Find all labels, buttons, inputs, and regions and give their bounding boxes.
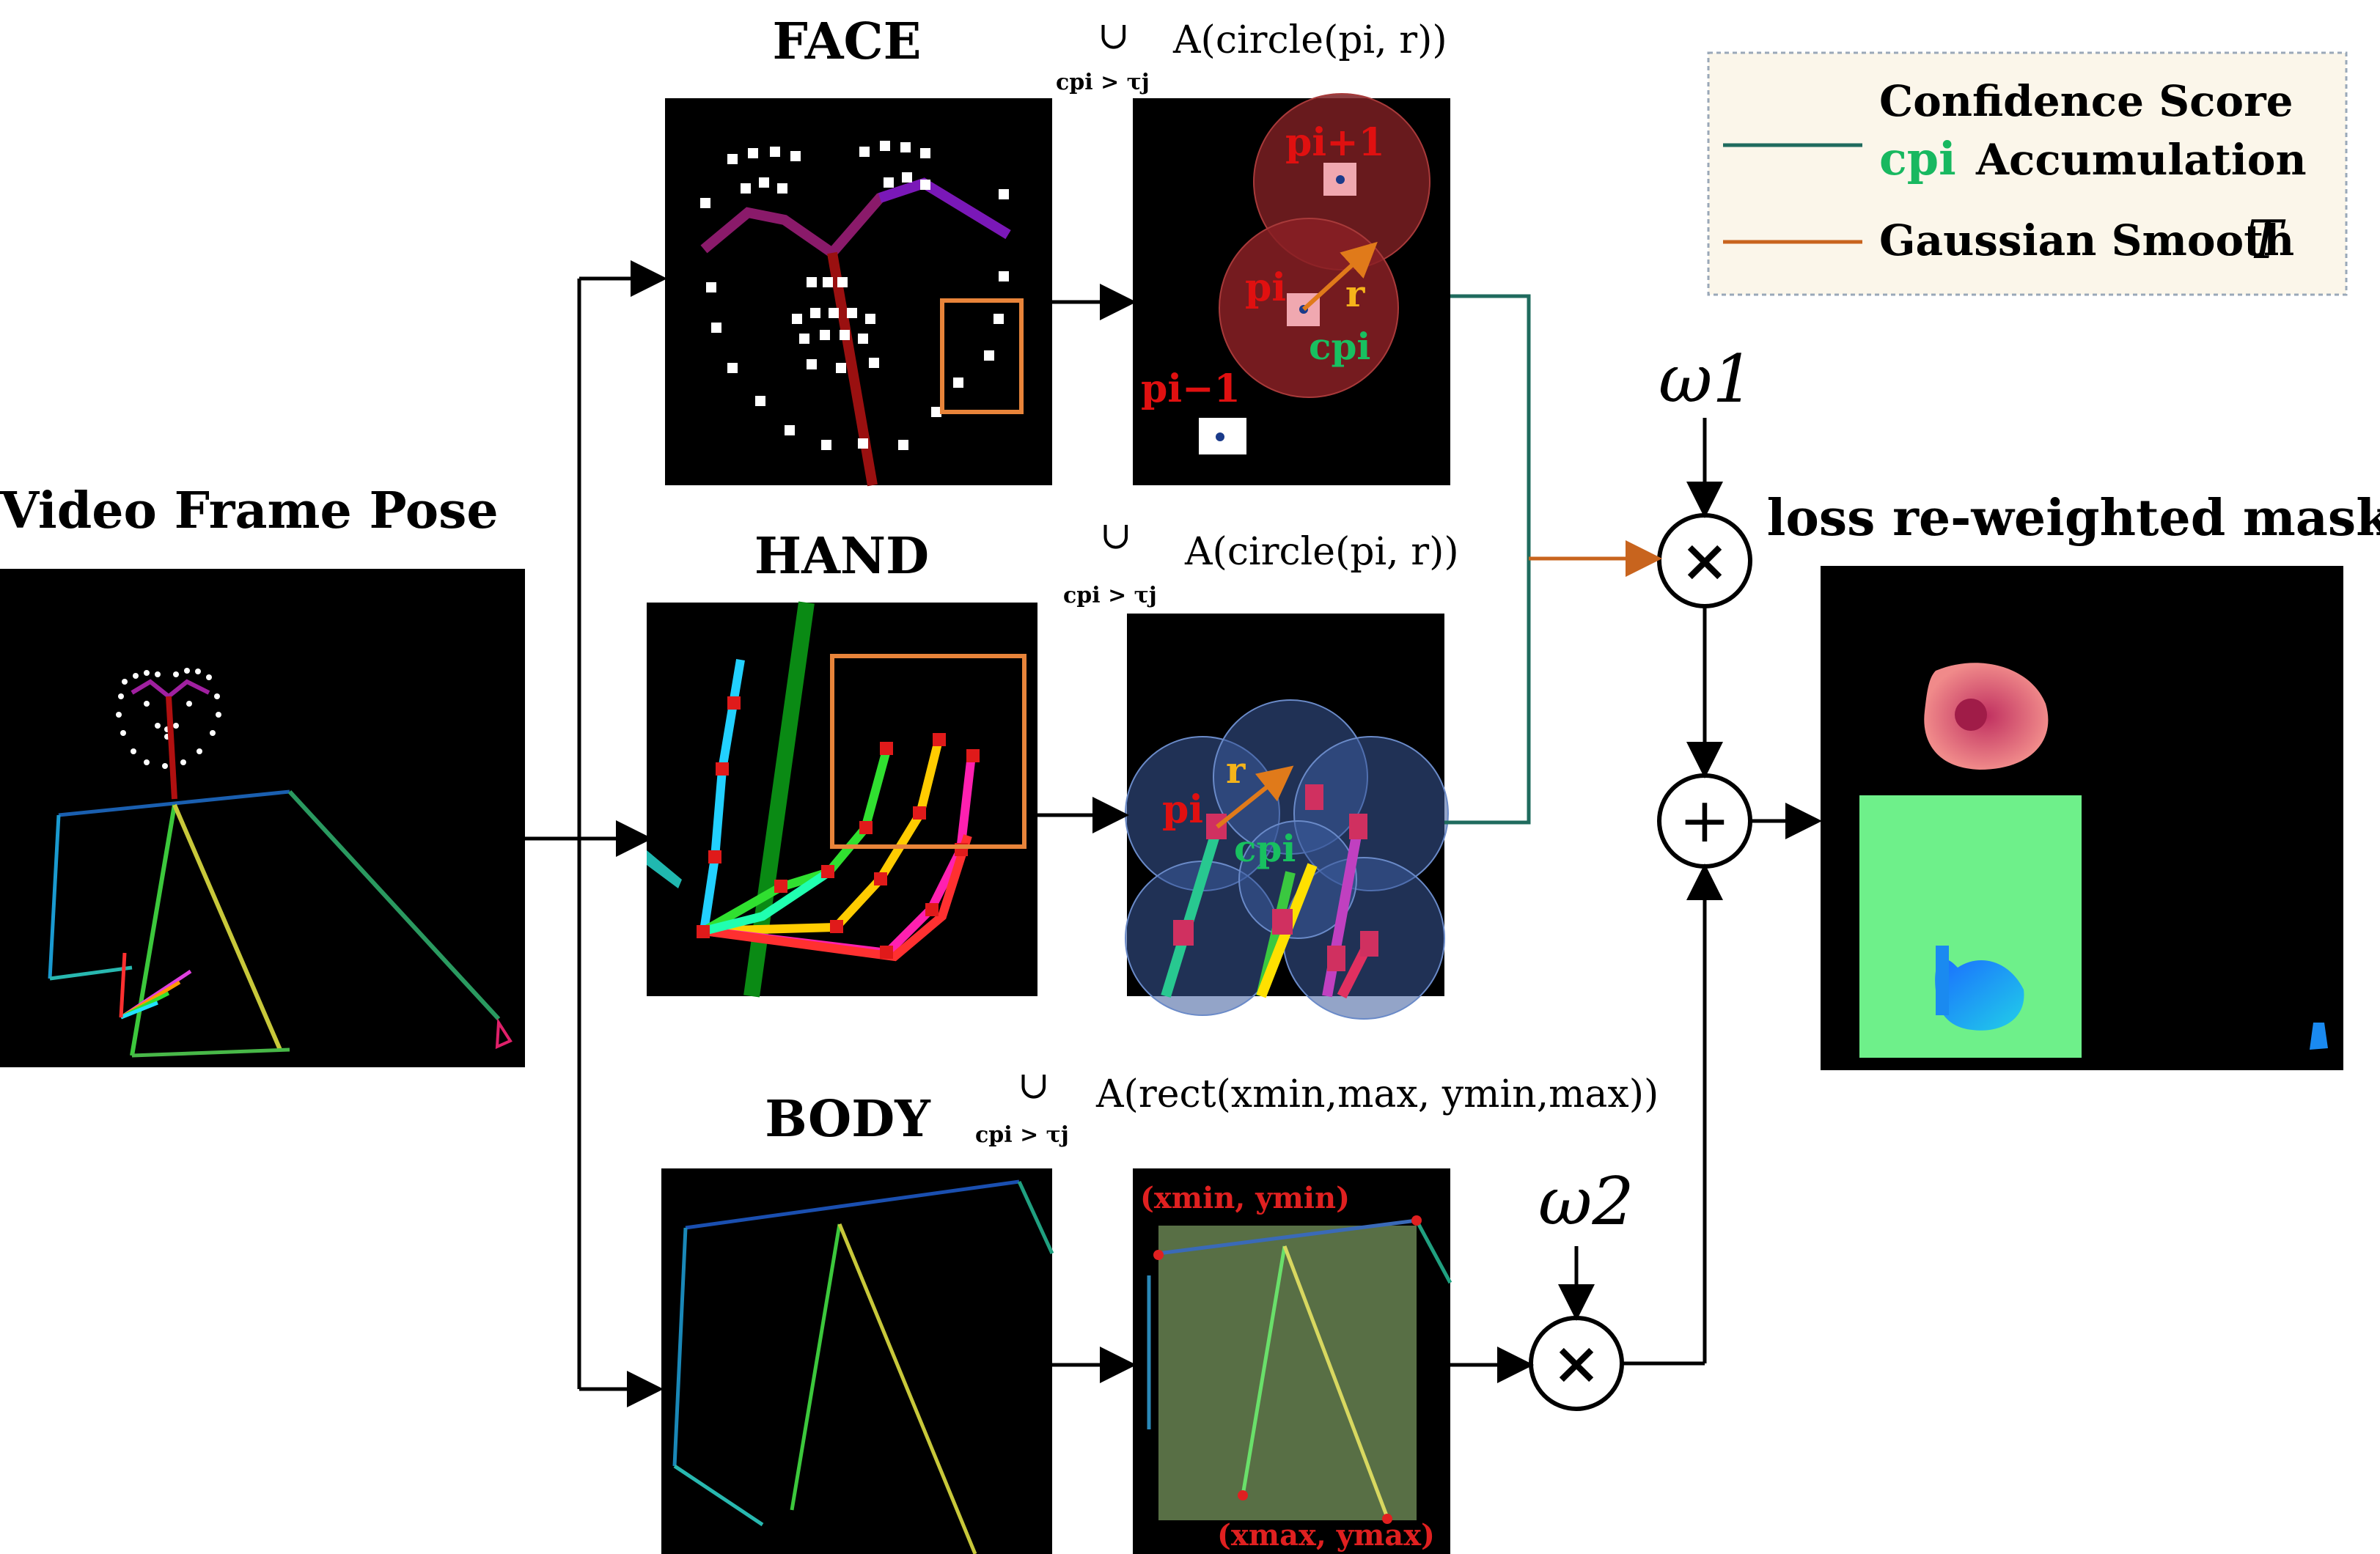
formula-subscript: cpi > τj [975,1122,1069,1148]
legend-script-t: T [2247,209,2286,270]
hand-formula: ∪ cpi > τj A(circle(pi, r)) [1063,514,1459,608]
title-hand: HAND [754,527,929,586]
body-label-min: (xmin, ymin) [1140,1181,1350,1215]
legend: Confidence Score cpi Accumulation Gaussi… [1707,51,2348,296]
formula-subscript: cpi > τj [1063,583,1157,608]
legend-box [1707,51,2348,296]
hand-mask-blob [1935,960,2024,1031]
title-face: FACE [772,12,921,71]
weight-omega-2: ω2 [1538,1163,1634,1240]
body-formula: ∪ cpi > τj A(rect(xmin,max, ymin,max)) [975,1064,1659,1148]
formula-subscript: cpi > τj [1056,70,1150,95]
body-bounding-rect [1158,1226,1417,1520]
formula-body: A(rect(xmin,max, ymin,max)) [1095,1072,1659,1116]
video-frame-pose-image [0,569,525,1067]
add-operator: + [1657,773,1752,869]
multiply-symbol: × [1680,526,1729,594]
legend-symbol: cpi [1879,132,1956,185]
title-output: loss re-weighted mask [1767,489,2380,548]
legend-line1: Confidence Score [1879,76,2293,126]
legend-line3: Gaussian Smooth [1879,216,2294,265]
connectors [525,260,1822,1407]
legend-line2: Accumulation [1975,135,2307,185]
face-circle-panel: pi+1 pi pi−1 r cpi [1133,93,1450,485]
multiply-operator-bottom: × [1529,1316,1624,1411]
hand-circle-panel: pi r cpi [1125,614,1449,1020]
face-label-pi: pi [1245,265,1286,310]
face-label-r: r [1345,272,1365,315]
face-crop-image [665,98,1052,487]
multiply-symbol: × [1551,1328,1601,1397]
face-label-pprev: pi−1 [1141,367,1241,411]
union-symbol: ∪ [1100,514,1132,558]
face-highlight-box [940,298,1024,414]
face-label-cpi: cpi [1309,325,1370,368]
face-landmark-dots [700,141,1009,450]
multiply-operator-top: × [1657,513,1752,608]
body-label-max: (xmax, ymax) [1217,1518,1435,1553]
hand-label-r: r [1226,748,1246,792]
hand-label-pi: pi [1162,787,1203,832]
hand-crop-image [647,601,1037,998]
hand-highlight-box [830,654,1026,849]
weight-omega-1: ω1 [1659,341,1755,418]
output-mask-image [1821,566,2343,1070]
body-rect-panel: (xmin, ymin) (xmax, ymax) [1133,1168,1452,1554]
formula-body: A(circle(pi, r)) [1184,530,1459,574]
title-body: BODY [765,1090,931,1149]
add-symbol: + [1679,784,1730,856]
union-symbol: ∪ [1018,1064,1050,1108]
body-crop-image [661,1168,1054,1554]
union-symbol: ∪ [1098,14,1130,58]
hand-label-cpi: cpi [1234,827,1296,870]
face-label-pnext: pi+1 [1285,120,1385,165]
face-formula: ∪ cpi > τj A(circle(pi, r)) [1056,14,1447,95]
title-video-frame-pose: Video Frame Pose [0,482,499,540]
formula-body: A(circle(pi, r)) [1172,18,1447,62]
